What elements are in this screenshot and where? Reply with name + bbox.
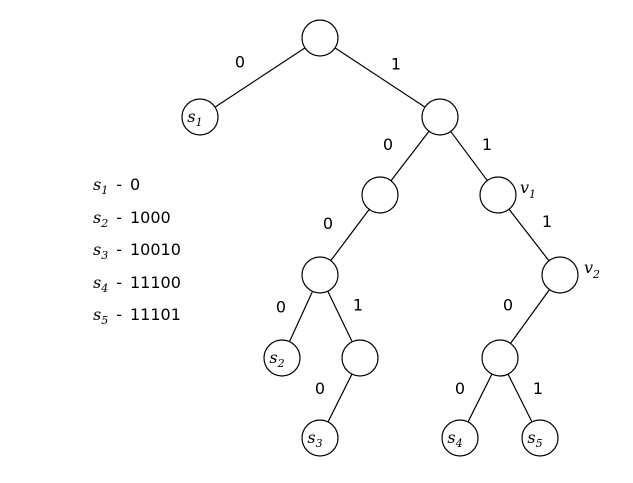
node-circle xyxy=(361,176,399,214)
tree-edge-n1-n10 xyxy=(390,130,430,182)
node-circle xyxy=(481,339,519,377)
legend-symbol: s2 xyxy=(93,207,109,230)
tree-edge-root-n1 xyxy=(334,47,426,108)
legend-symbol: s5 xyxy=(93,305,109,328)
edge-label-n100-s2: 0 xyxy=(276,298,286,317)
node-circle xyxy=(263,339,301,377)
legend-codeword: 0 xyxy=(130,175,141,194)
tree-node-s5: s5 xyxy=(521,419,559,457)
edge-label-n1001-s3: 0 xyxy=(315,379,325,398)
tree-node-n11: v1 xyxy=(479,176,536,214)
vertex-label: v1 xyxy=(520,178,536,201)
node-circle xyxy=(541,256,579,294)
node-circle xyxy=(421,98,459,136)
tree-node-s2: s2 xyxy=(263,339,301,377)
tree-node-n100 xyxy=(301,256,339,294)
node-circle xyxy=(341,339,379,377)
tree-node-s1: s1 xyxy=(181,98,219,136)
legend-symbol: s1 xyxy=(93,175,109,198)
legend-codeword: 11101 xyxy=(130,305,181,324)
legend-row-s4: s4-11100 xyxy=(93,272,181,305)
tree-edge-n1001-s3 xyxy=(327,373,353,423)
tree-node-n10 xyxy=(361,176,399,214)
legend-separator: - xyxy=(116,272,122,292)
legend-symbol: s4 xyxy=(93,272,109,295)
legend-row-s5: s5-11101 xyxy=(93,304,181,337)
node-circle xyxy=(441,419,479,457)
node-circle xyxy=(301,419,339,457)
legend-codeword: 10010 xyxy=(130,240,181,259)
node-circle xyxy=(521,419,559,457)
tree-edge-n111-n1110 xyxy=(510,289,550,344)
edge-label-n100-n1001: 1 xyxy=(353,296,363,315)
tree-edge-n100-s2 xyxy=(288,291,314,342)
legend-row-s2: s2-1000 xyxy=(93,207,181,240)
node-circle xyxy=(301,19,339,57)
edge-label-n11-n111: 1 xyxy=(542,212,552,231)
legend-separator: - xyxy=(116,305,122,324)
edge-label-n1-n10: 0 xyxy=(383,135,393,154)
tree-node-n111: v2 xyxy=(541,256,600,294)
edge-labels-layer: 0 1 0 1 0 0 1 0 1 0 0 1 xyxy=(235,53,552,399)
legend-separator: - xyxy=(116,175,122,194)
edge-label-n1-n11: 1 xyxy=(482,135,492,154)
edge-label-root-s1: 0 xyxy=(235,53,245,72)
tree-edge-n100-n1001 xyxy=(327,290,353,343)
nodes-layer: v1 v2 s1 s2 s3 s4 s5 xyxy=(181,19,600,457)
tree-edge-n11-n111 xyxy=(508,208,550,262)
edge-label-root-n1: 1 xyxy=(391,55,401,74)
legend-separator: - xyxy=(116,207,122,227)
node-circle xyxy=(479,176,517,214)
legend-codeword: 1000 xyxy=(130,207,171,227)
tree-node-s3: s3 xyxy=(301,419,339,457)
edge-label-n111-n1110: 0 xyxy=(503,296,513,315)
edge-label-n1110-s4: 0 xyxy=(455,379,465,398)
legend-row-s3: s3-10010 xyxy=(93,239,181,272)
legend-codeword: 11100 xyxy=(130,272,181,292)
edges-layer xyxy=(214,47,550,423)
edge-label-n1110-s5: 1 xyxy=(533,379,543,398)
legend-row-s1: s1-0 xyxy=(93,174,181,207)
legend-symbol: s3 xyxy=(93,240,109,263)
edge-label-n10-n100: 0 xyxy=(323,214,333,233)
tree-edge-n1110-s4 xyxy=(467,373,493,423)
tree-edge-root-s1 xyxy=(214,47,306,108)
tree-node-s4: s4 xyxy=(441,419,479,457)
node-circle xyxy=(181,98,219,136)
tree-node-root xyxy=(301,19,339,57)
codeword-legend: s1-0 s2-1000 s3-10010 s4-11100 s5-11101 xyxy=(93,174,181,337)
node-circle xyxy=(301,256,339,294)
legend-separator: - xyxy=(116,240,122,259)
tree-edge-n10-n100 xyxy=(330,209,370,261)
tree-node-n1001 xyxy=(341,339,379,377)
vertex-label: v2 xyxy=(584,258,600,281)
tree-node-n1 xyxy=(421,98,459,136)
tree-edge-n1110-s5 xyxy=(507,373,533,423)
tree-node-n1110 xyxy=(481,339,519,377)
tree-edge-n1-n11 xyxy=(450,131,488,181)
